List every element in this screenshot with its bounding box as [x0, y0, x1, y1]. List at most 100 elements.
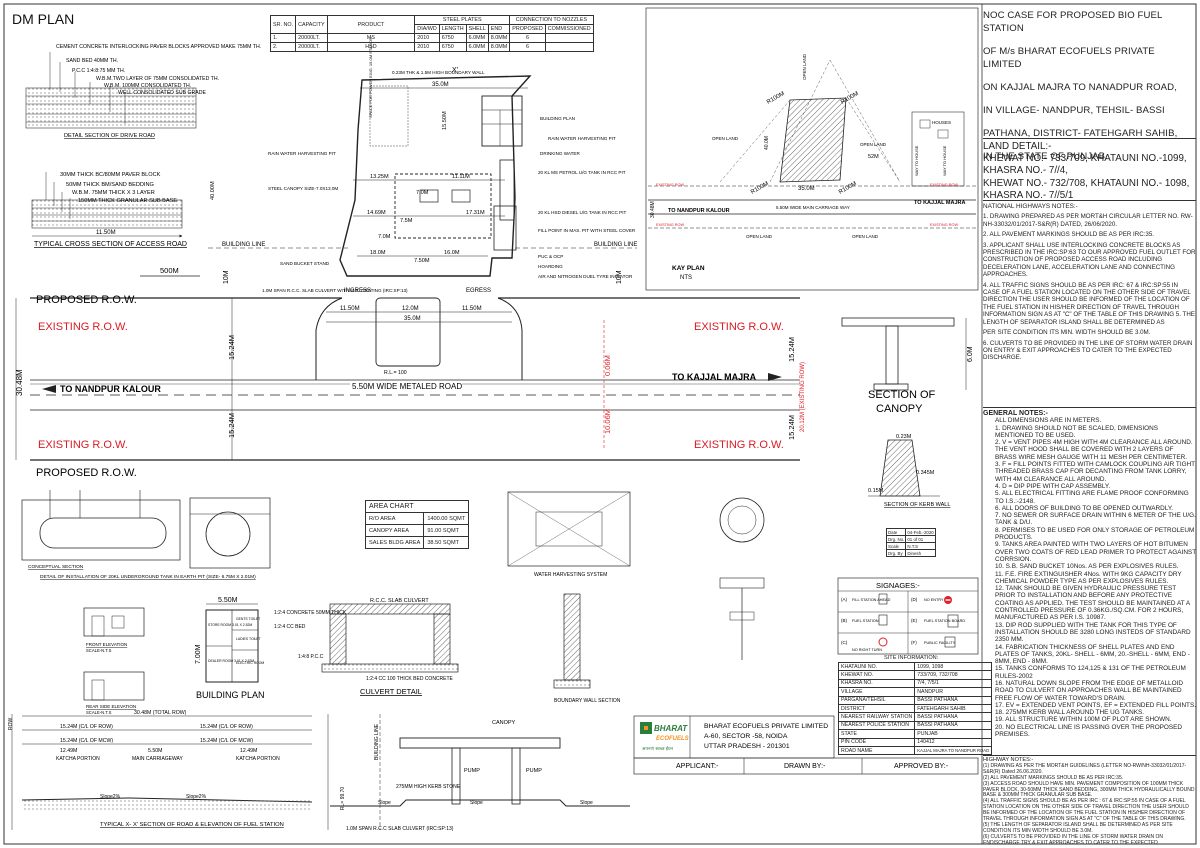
plan-label: SAND BUCKET STAND — [280, 261, 330, 266]
x-dim: 12.49M — [60, 748, 77, 754]
key-label: 52M — [868, 154, 879, 160]
dim-3048: 30.48M — [15, 369, 24, 396]
nh-note: 2. ALL PAVEMENT MARKINGS SHOULD BE AS PE… — [983, 231, 1155, 239]
plan-label: 20 KL MS PETROL U/G TANK IN RCC PIT — [538, 170, 626, 175]
general-note: 17. EV = EXTENDED VENT POINTS, EF = EXTE… — [995, 701, 1197, 709]
land-detail: LAND DETAIL:- KHEWAT NO.- 733/709, KHATA… — [983, 138, 1196, 202]
key-label: OPEN LAND — [852, 234, 879, 239]
key-label: HOUSES — [932, 120, 951, 125]
dim-text: 40.00M — [210, 181, 216, 200]
kerb-caption: SECTION OF KERB WALL — [884, 502, 950, 508]
table-cell: BASSI PATHANA — [914, 695, 993, 705]
table-cell: 6 — [509, 33, 546, 43]
canopy-title-2: CANOPY — [876, 403, 923, 415]
dim-text: 13.25M — [370, 174, 389, 180]
plan-label: STEEL CANOPY SIZE-7.0X13.0M — [268, 186, 338, 191]
plan-x-mark: X' — [452, 67, 458, 74]
table-cell: CANOPY AREA — [364, 524, 425, 537]
access-road-caption: TYPICAL CROSS SECTION OF ACCESS ROAD — [34, 241, 187, 248]
nh-note: 3. APPLICANT SHALL USE INTERLOCKING CONC… — [983, 241, 1196, 279]
noc-line: PATHANA, DISTRICT- FATEHGARH SAHIB, — [983, 128, 1178, 139]
kerb-dim: 0.345M — [916, 470, 935, 476]
general-note: 20. NO ELECTRICAL LINE IS PASSING OVER T… — [995, 723, 1183, 739]
table-cell: Drg. No. — [885, 535, 907, 543]
noc-line: NOC CASE FOR PROPOSED BIO FUEL STATION — [983, 10, 1163, 34]
noc-line: IN THE STATE OF PUNJAB. — [983, 151, 1108, 162]
table-row: KHASRA NO.7/4, 7/5/1 — [837, 678, 993, 689]
table-cell: KAJJAL MAJRA TO NANDPUR ROAD — [914, 745, 993, 756]
key-label: 40.0M — [764, 136, 770, 150]
sales-building — [481, 95, 523, 147]
ug-tank-caption: DETAIL OF INSTALLATION OF 20KL UNDERGROU… — [40, 574, 256, 580]
general-note: 10. S.B. SAND BUCKET 10Nos. AS PER EXPLO… — [995, 563, 1179, 571]
plan-label: DRINKING WATER — [540, 151, 580, 156]
key-plan-title: KAY PLAN — [672, 265, 705, 272]
canopy-section: 6.0M SECTION OF CANOPY — [841, 317, 974, 415]
drawn-by-label: DRAWN BY:- — [784, 763, 826, 770]
highway-notes-title: HIGHWAY NOTES:- — [983, 757, 1034, 763]
steel-header: PRODUCT — [326, 15, 416, 34]
x-dim: KATCHA PORTION — [56, 756, 100, 762]
land-line: KHEWAT NO.- 733/709, KHATAUNI NO.-1099, — [983, 153, 1187, 165]
nh-note: 4. ALL TRAFFIC SIGNS SHOULD BE AS PER IR… — [983, 281, 1195, 326]
x-kerb: 275MM HIGH KERB STONE — [396, 784, 461, 790]
dim-1006: 10.06M — [603, 409, 612, 434]
table-cell: 2. — [269, 42, 297, 52]
steel-subheader: COMMISSIONED — [544, 24, 594, 34]
dim-text: 17.31M — [466, 210, 485, 216]
highway-note: (2) ALL PAVEMENT MARKINGS SHOULD BE AS P… — [983, 774, 1124, 781]
dim-text: 7.50M — [414, 258, 430, 264]
dim-1524-r1: 15.24M — [787, 337, 796, 362]
highway-note: (5) THE LENGTH OF SEPARATOR ISLAND SHALL… — [983, 821, 1173, 834]
highway-notes: HIGHWAY NOTES:- (1) DRAWING AS PER THE M… — [983, 755, 1196, 847]
table-cell: 2010 — [414, 33, 440, 43]
key-label: OPEN LAND — [712, 136, 739, 141]
logo-tag: अपनाएं स्वच्छ ईंधन — [642, 745, 674, 751]
drive-layer: CEMENT CONCRETE INTERLOCKING PAVER BLOCK… — [56, 44, 261, 50]
plan-label: PUC & OCP — [538, 254, 563, 259]
general-note: 6. ALL DOORS OF BUILDING TO BE OPENED OU… — [995, 504, 1174, 512]
culvert-label: 1:2:4 CC BED — [274, 624, 306, 630]
sign-code: (F) — [911, 640, 917, 645]
x-dim: KATCHA PORTION — [236, 756, 280, 762]
key-label: OPEN LAND — [746, 234, 773, 239]
table-cell: Dinesh — [905, 549, 936, 557]
dim-1524-l1: 15.24M — [227, 335, 236, 360]
x-culvert: 1.0M SPAN R.C.C SLAB CULVERT (IRC:SP:13) — [346, 826, 454, 832]
table-cell: VILLAGE — [837, 687, 916, 697]
drive-layer: W.B.M.TWO LAYER OF 75MM CONSOLIDATED TH. — [96, 76, 219, 82]
x-dim: 15.24M (C/L OF ROW) — [200, 724, 253, 730]
drive-layer: P.C.C 1:4:8:75 MM TH. — [72, 68, 125, 74]
table-cell: ROAD NAME — [837, 745, 916, 756]
room-label: GENTS TOILET — [236, 617, 260, 621]
dim-text: 16.0M — [444, 250, 460, 256]
dim-500m: 500M — [160, 266, 179, 275]
dim-text: 7.0M — [378, 234, 391, 240]
x-slope: Slope — [580, 800, 593, 806]
sign-code: (D) — [911, 597, 918, 602]
dim-2012: 20.12M (EXISTING ROW) — [800, 362, 806, 432]
steel-subheader: DIA/WD — [414, 24, 440, 34]
dim-text: 11.11M — [452, 174, 470, 180]
dim-35-bottom: 35.0M — [404, 316, 421, 322]
sign-label: FUEL STATION BOARD — [924, 619, 965, 623]
dim-006: 0.06M — [603, 355, 612, 376]
general-note: 18. 275MM KERB WALL AROUND THE UG TANKS. — [995, 709, 1145, 717]
nh-notes-title: NATIONAL HIGHWAYS NOTES:- — [983, 203, 1078, 210]
table-cell: Scale — [885, 542, 907, 550]
steel-subheader: SHELL — [465, 24, 489, 34]
scale-caption-2: SCALE-N.T.S — [86, 710, 112, 715]
steel-subheader: END — [487, 24, 511, 34]
front-elev-caption: FRONT ELEVATION — [86, 642, 127, 647]
table-cell: MS — [326, 33, 416, 43]
building-depth: 7.00M — [195, 644, 202, 664]
general-note: 1. DRAWING SHOULD NOT BE SCALED, DIMENSI… — [995, 424, 1158, 439]
key-label: TO KAJJAL MAJRA — [914, 200, 965, 206]
table-cell: 733/709, 732/708 — [914, 670, 993, 680]
